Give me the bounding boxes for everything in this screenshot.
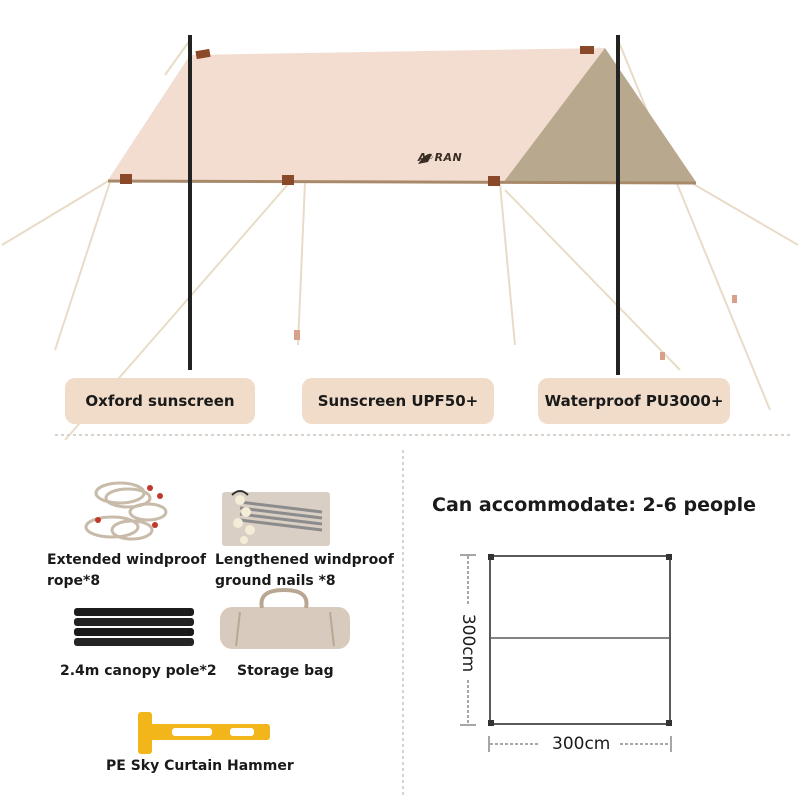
brand-logo: A◦RAN bbox=[418, 151, 463, 164]
rope-icon bbox=[84, 481, 168, 541]
feature-label: Oxford sunscreen bbox=[85, 392, 235, 410]
accessory-label-line: ground nails *8 bbox=[215, 573, 336, 589]
accessory-label-bag: Storage bag bbox=[237, 663, 334, 679]
capacity-heading: Can accommodate: 2-6 people bbox=[432, 494, 757, 516]
feature-pill-oxford: Oxford sunscreen bbox=[65, 378, 255, 424]
tent-illustration bbox=[1, 35, 799, 440]
size-diagram bbox=[460, 554, 672, 752]
accessory-label-line: Extended windproof bbox=[47, 552, 207, 568]
height-dimension-label: 300cm bbox=[458, 613, 478, 673]
accessory-label-line: rope*8 bbox=[47, 573, 101, 589]
accessory-label-line: Lengthened windproof bbox=[215, 552, 394, 568]
accessory-label-pole: 2.4m canopy pole*2 bbox=[60, 663, 217, 679]
storage-bag-icon bbox=[220, 587, 350, 649]
accessory-label-nails: Lengthened windproof ground nails *8 bbox=[215, 550, 394, 592]
feature-pill-waterproof: Waterproof PU3000+ bbox=[538, 378, 730, 424]
canopy-top bbox=[108, 48, 605, 183]
accessory-label-hammer: PE Sky Curtain Hammer bbox=[106, 758, 294, 774]
width-dimension-label: 300cm bbox=[552, 734, 611, 754]
ground-nails-icon bbox=[222, 490, 330, 546]
feature-label: Waterproof PU3000+ bbox=[544, 392, 724, 410]
canopy-side-flap bbox=[503, 48, 696, 183]
hammer-icon bbox=[138, 712, 270, 754]
feature-pill-upf: Sunscreen UPF50+ bbox=[302, 378, 494, 424]
accessory-label-rope: Extended windproof rope*8 bbox=[47, 550, 206, 592]
canopy-pole-icon bbox=[74, 608, 194, 646]
feature-label: Sunscreen UPF50+ bbox=[317, 392, 479, 410]
